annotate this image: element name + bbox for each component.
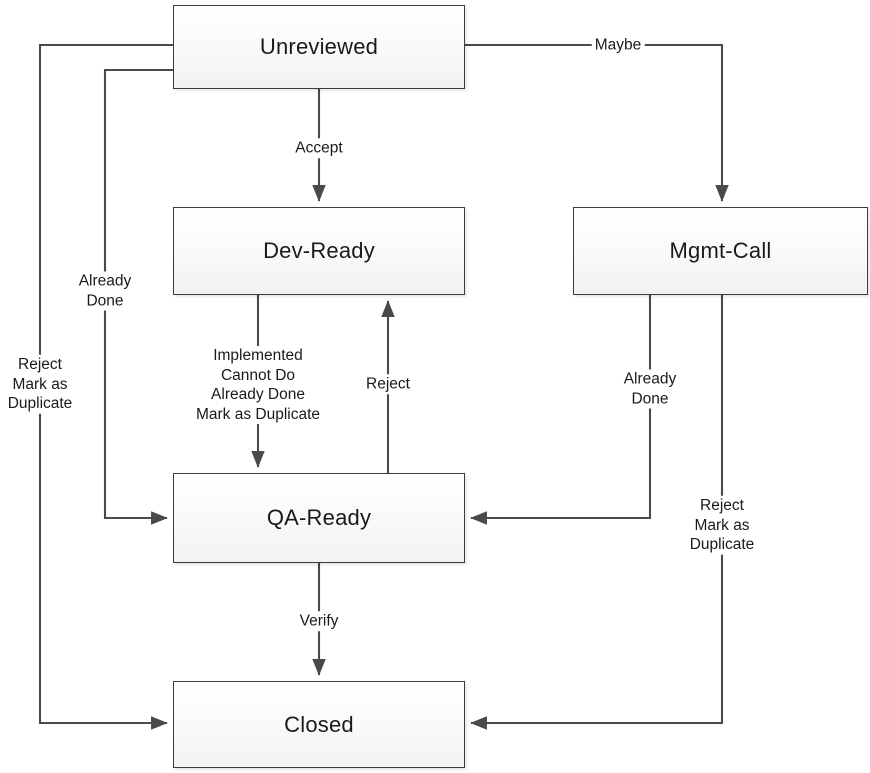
state-node-label: Dev-Ready: [263, 238, 375, 263]
edge-label-qa-dev: Reject: [363, 374, 413, 394]
edge-label-qa-closed: Verify: [296, 611, 342, 631]
edge-label-mgmt-qa: Already Done: [620, 369, 680, 409]
state-node-label: Closed: [284, 711, 354, 737]
edge-label-unreviewed-qa: Already Done: [75, 271, 135, 311]
state-node-dev-ready[interactable]: Dev-Ready: [173, 207, 465, 295]
edge-mgmt-qa: [470, 295, 652, 525]
state-node-label: QA-Ready: [266, 505, 372, 530]
state-node-qa-ready[interactable]: QA-Ready: [173, 473, 465, 563]
edge-maybe: [465, 43, 729, 202]
edge-label-mgmt-closed: Reject Mark as Duplicate: [686, 495, 758, 555]
state-node-label: Unreviewed: [259, 34, 379, 59]
state-node-closed[interactable]: Closed: [173, 681, 465, 768]
edge-mgmt-closed: [470, 295, 724, 730]
edge-label-maybe: Maybe: [591, 35, 645, 55]
state-node-label: Mgmt-Call: [669, 238, 772, 263]
state-node-unreviewed[interactable]: Unreviewed: [173, 5, 465, 89]
edge-label-unreviewed-closed: Reject Mark as Duplicate: [4, 354, 76, 414]
edge-label-dev-qa: Implemented Cannot Do Already Done Mark …: [192, 346, 324, 424]
edge-label-accept: Accept: [292, 138, 346, 158]
state-node-mgmt-call[interactable]: Mgmt-Call: [573, 207, 868, 295]
